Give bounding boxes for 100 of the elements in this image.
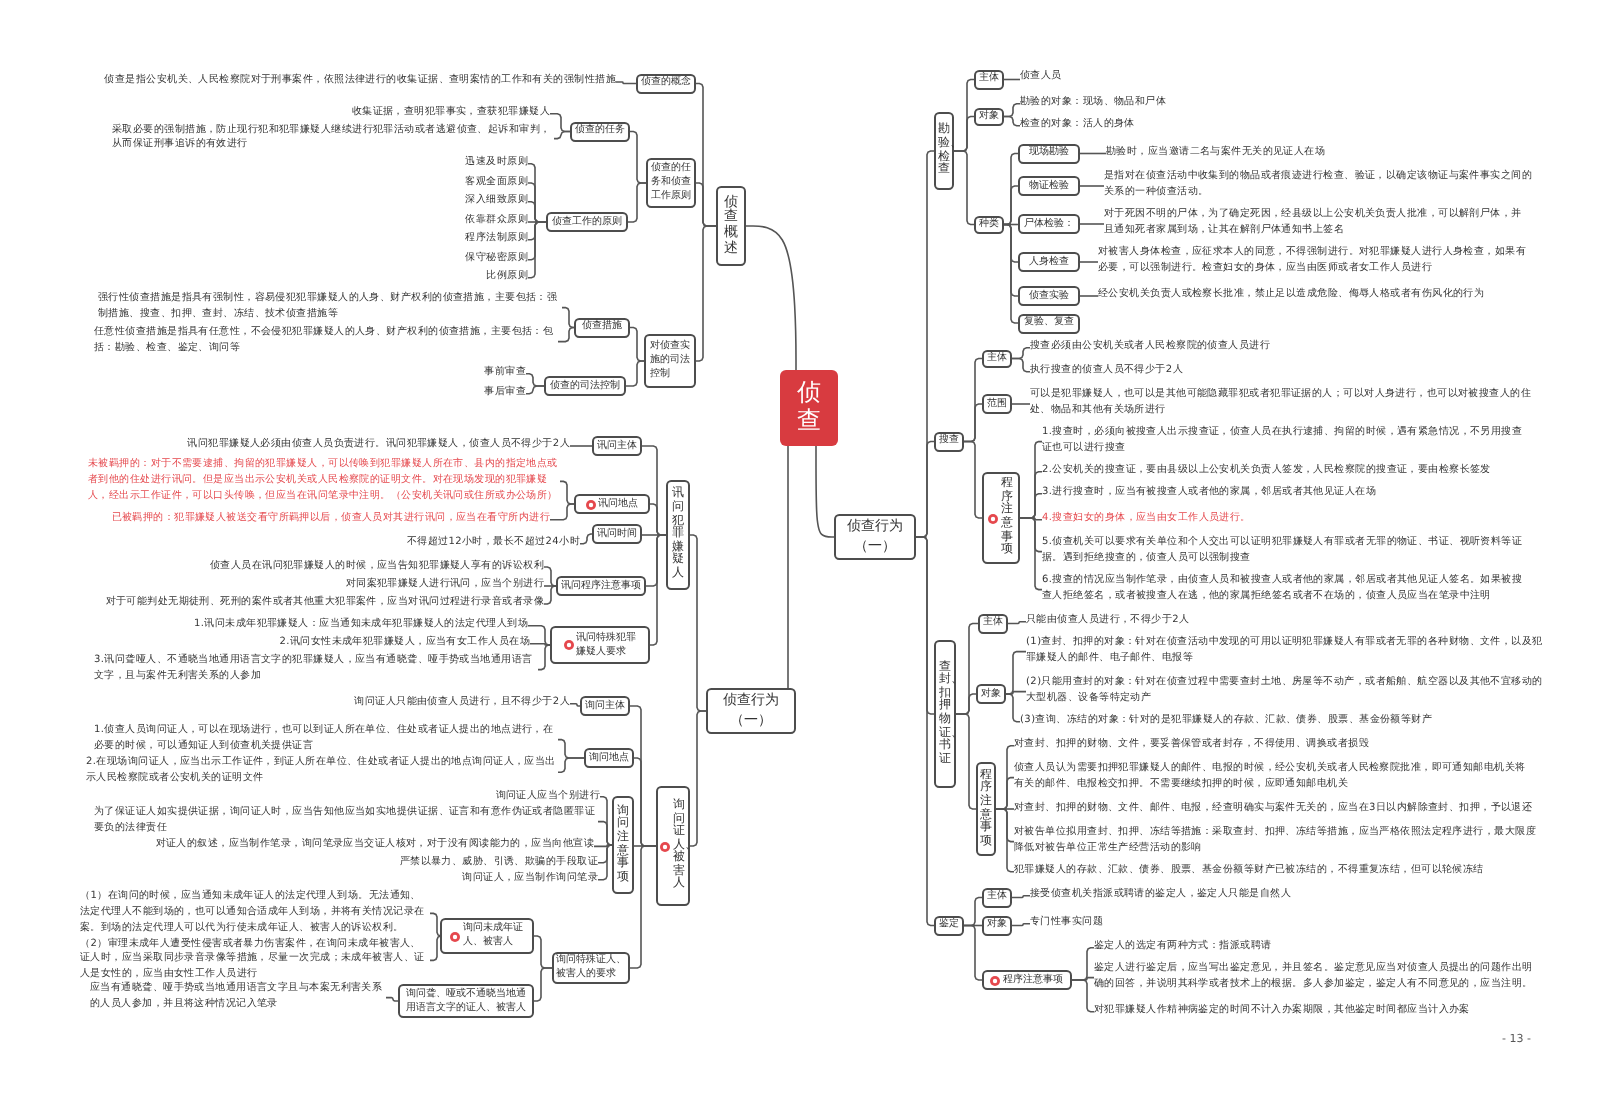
connector-line bbox=[543, 585, 557, 605]
topic-box bbox=[574, 318, 630, 337]
topic-box bbox=[982, 349, 1012, 368]
connector-line bbox=[429, 935, 442, 962]
connector-line bbox=[1005, 690, 1027, 695]
topic-box bbox=[982, 472, 1020, 564]
connector-line bbox=[549, 503, 575, 521]
connector-line bbox=[629, 845, 657, 969]
topic-box bbox=[974, 107, 1004, 126]
topic-box bbox=[834, 514, 916, 560]
connector-line bbox=[593, 844, 613, 848]
connector-line bbox=[569, 445, 593, 447]
connector-line bbox=[695, 225, 717, 362]
topic-box bbox=[656, 786, 690, 906]
topic-box bbox=[440, 918, 534, 954]
connector-line bbox=[1007, 621, 1027, 625]
connector-line bbox=[1079, 152, 1107, 155]
connector-line bbox=[385, 996, 399, 1002]
connector-line bbox=[429, 912, 442, 937]
topic-box bbox=[550, 626, 650, 664]
connector-line bbox=[963, 924, 983, 981]
connector-line bbox=[1011, 895, 1031, 899]
topic-box bbox=[934, 112, 954, 190]
topic-box bbox=[974, 70, 1004, 89]
topic-box bbox=[592, 436, 642, 456]
connector-line bbox=[995, 808, 1015, 873]
connector-line bbox=[1003, 115, 1021, 127]
connector-line bbox=[559, 480, 575, 505]
connector-line bbox=[1003, 185, 1019, 226]
topic-box bbox=[934, 916, 964, 935]
connector-line bbox=[557, 757, 585, 773]
topic-box bbox=[544, 376, 626, 396]
topic-box bbox=[706, 688, 796, 734]
topic-box bbox=[976, 762, 996, 856]
topic-box bbox=[574, 494, 650, 514]
connector-line bbox=[527, 625, 551, 646]
connector-line bbox=[597, 844, 613, 881]
connector-line bbox=[1019, 517, 1043, 591]
connector-line bbox=[1011, 403, 1031, 405]
connector-line bbox=[745, 225, 797, 371]
connector-line bbox=[525, 385, 545, 395]
connector-line bbox=[615, 81, 637, 85]
topic-box bbox=[580, 696, 630, 716]
topic-box bbox=[1018, 214, 1080, 234]
topic-box bbox=[666, 480, 690, 590]
topic-box bbox=[1018, 286, 1080, 306]
topic-box bbox=[556, 576, 646, 596]
topic-box bbox=[592, 524, 642, 544]
connector-line bbox=[915, 536, 935, 927]
connector-line bbox=[1005, 693, 1021, 723]
connector-line bbox=[963, 440, 983, 519]
connector-line bbox=[1079, 223, 1105, 225]
connector-line bbox=[627, 182, 647, 223]
connector-line bbox=[533, 967, 553, 1002]
connector-line bbox=[529, 643, 551, 646]
topic-box bbox=[982, 916, 1012, 935]
topic-box bbox=[546, 212, 628, 232]
topic-box bbox=[570, 122, 630, 141]
connector-line bbox=[557, 326, 575, 343]
connector-line bbox=[1011, 923, 1031, 927]
connector-line bbox=[815, 445, 835, 538]
topic-box bbox=[934, 640, 956, 788]
connector-line bbox=[625, 360, 645, 387]
connector-line bbox=[1079, 295, 1099, 297]
connector-line bbox=[527, 221, 547, 279]
connector-line bbox=[787, 445, 789, 689]
topic-box bbox=[636, 74, 696, 93]
connector-line bbox=[543, 566, 557, 587]
connector-line bbox=[1071, 979, 1095, 1013]
connector-line bbox=[953, 150, 975, 226]
connector-line bbox=[553, 130, 571, 140]
topic-box bbox=[976, 684, 1006, 704]
topic-box bbox=[982, 888, 1012, 907]
topic-box bbox=[982, 970, 1072, 990]
connector-line bbox=[561, 306, 575, 329]
topic-box bbox=[1018, 252, 1080, 272]
connector-line bbox=[1079, 185, 1105, 187]
connector-line bbox=[1005, 650, 1027, 695]
connector-line bbox=[537, 644, 551, 671]
connector-line bbox=[1079, 261, 1099, 263]
connector-line bbox=[955, 713, 977, 810]
connector-line bbox=[689, 710, 707, 847]
central-topic-box bbox=[780, 370, 838, 446]
topic-box bbox=[982, 394, 1012, 414]
connector-line bbox=[569, 703, 581, 707]
topic-box bbox=[934, 432, 964, 451]
topic-box bbox=[584, 748, 634, 768]
connector-line bbox=[579, 533, 593, 545]
topic-box bbox=[1018, 313, 1080, 333]
topic-box bbox=[716, 186, 746, 266]
topic-box bbox=[1018, 144, 1080, 163]
topic-box bbox=[1018, 176, 1080, 196]
topic-box bbox=[974, 215, 1004, 234]
topic-box bbox=[978, 614, 1008, 633]
connector-line bbox=[597, 820, 613, 846]
topic-box bbox=[612, 796, 634, 894]
connector-line bbox=[1003, 223, 1019, 324]
topic-box bbox=[398, 984, 534, 1018]
central-topic-label: 侦查 bbox=[797, 380, 821, 436]
connector-line bbox=[1011, 357, 1031, 373]
